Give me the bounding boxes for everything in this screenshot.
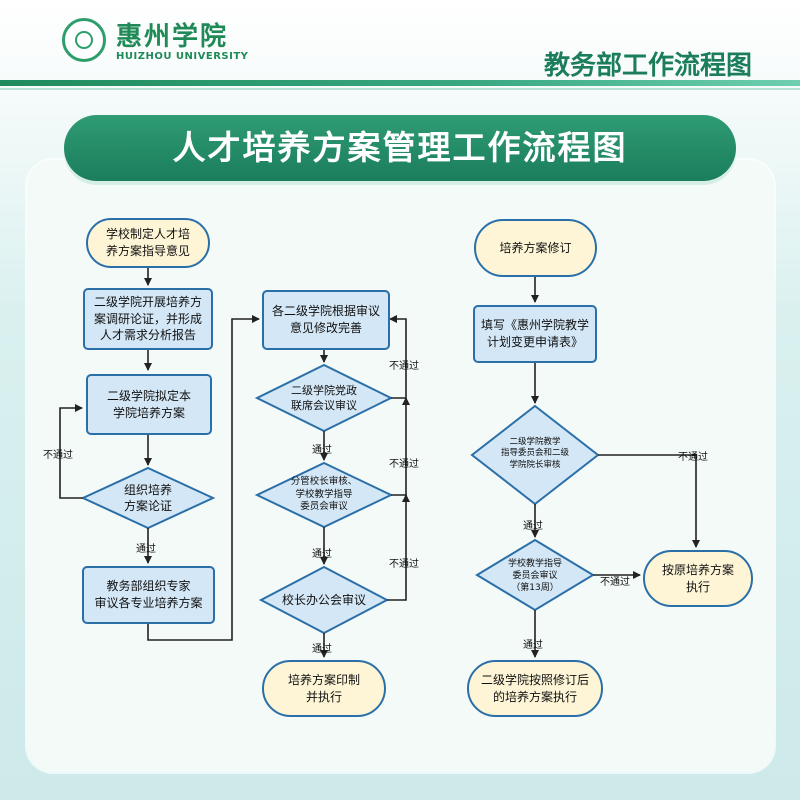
decision-vice-president-label: 分管校长审核、 学校教学指导 委员会审议	[290, 475, 358, 513]
header-divider-thin	[0, 88, 800, 90]
label-col3-fail-1: 不通过	[678, 452, 708, 463]
label-col2-fail-1: 不通过	[389, 361, 419, 372]
label-col1-fail: 不通过	[43, 450, 73, 461]
header-divider	[0, 80, 800, 86]
decision-school-committee-label: 学校教学指导 委员会审议 （第13周）	[507, 558, 562, 594]
label-col2-pass-3: 通过	[312, 644, 332, 655]
label-col3-pass-1: 通过	[523, 521, 543, 532]
logo-english-name: HUIZHOU UNIVERSITY	[116, 51, 249, 62]
node-print-execute: 培养方案印制 并执行	[262, 660, 386, 717]
node-change-form: 填写《惠州学院教学 计划变更申请表》	[473, 305, 597, 363]
decision-party-meeting-label: 二级学院党政 联席会议审议	[291, 384, 357, 412]
label-col2-fail-2: 不通过	[389, 459, 419, 470]
label-col2-pass-1: 通过	[312, 445, 332, 456]
node-execute-revised: 二级学院按照修订后 的培养方案执行	[467, 660, 603, 717]
university-logo: 惠州学院 HUIZHOU UNIVERSITY	[62, 18, 262, 68]
decision-college-review-label: 二级学院教学 指导委员会和二级 学院院长审核	[500, 436, 569, 470]
node-start-guidance: 学校制定人才培 养方案指导意见	[86, 218, 210, 268]
label-col1-pass: 通过	[136, 544, 156, 555]
label-col3-pass-2: 通过	[523, 640, 543, 651]
university-seal-icon	[62, 18, 106, 62]
flowchart-title: 人才培养方案管理工作流程图	[64, 115, 736, 181]
label-col2-pass-2: 通过	[312, 549, 332, 560]
label-col3-fail-2: 不通过	[600, 577, 630, 588]
department-title: 教务部工作流程图	[543, 51, 752, 81]
page-header: 惠州学院 HUIZHOU UNIVERSITY 教务部工作流程图	[0, 0, 800, 100]
decision-president-office-label: 校长办公会审议	[281, 592, 366, 607]
decision-plan-review-label: 组织培养 方案论证	[123, 482, 172, 513]
label-col2-fail-3: 不通过	[389, 559, 419, 570]
node-revise-plan: 各二级学院根据审议 意见修改完善	[262, 290, 390, 350]
logo-chinese-name: 惠州学院	[116, 22, 229, 52]
node-plan-revision: 培养方案修订	[474, 219, 597, 277]
node-draft-plan: 二级学院拟定本 学院培养方案	[86, 374, 212, 435]
node-research-report: 二级学院开展培养方 案调研论证，并形成 人才需求分析报告	[83, 288, 213, 350]
node-execute-original: 按原培养方案 执行	[643, 550, 753, 607]
node-expert-review: 教务部组织专家 审议各专业培养方案	[82, 566, 215, 624]
